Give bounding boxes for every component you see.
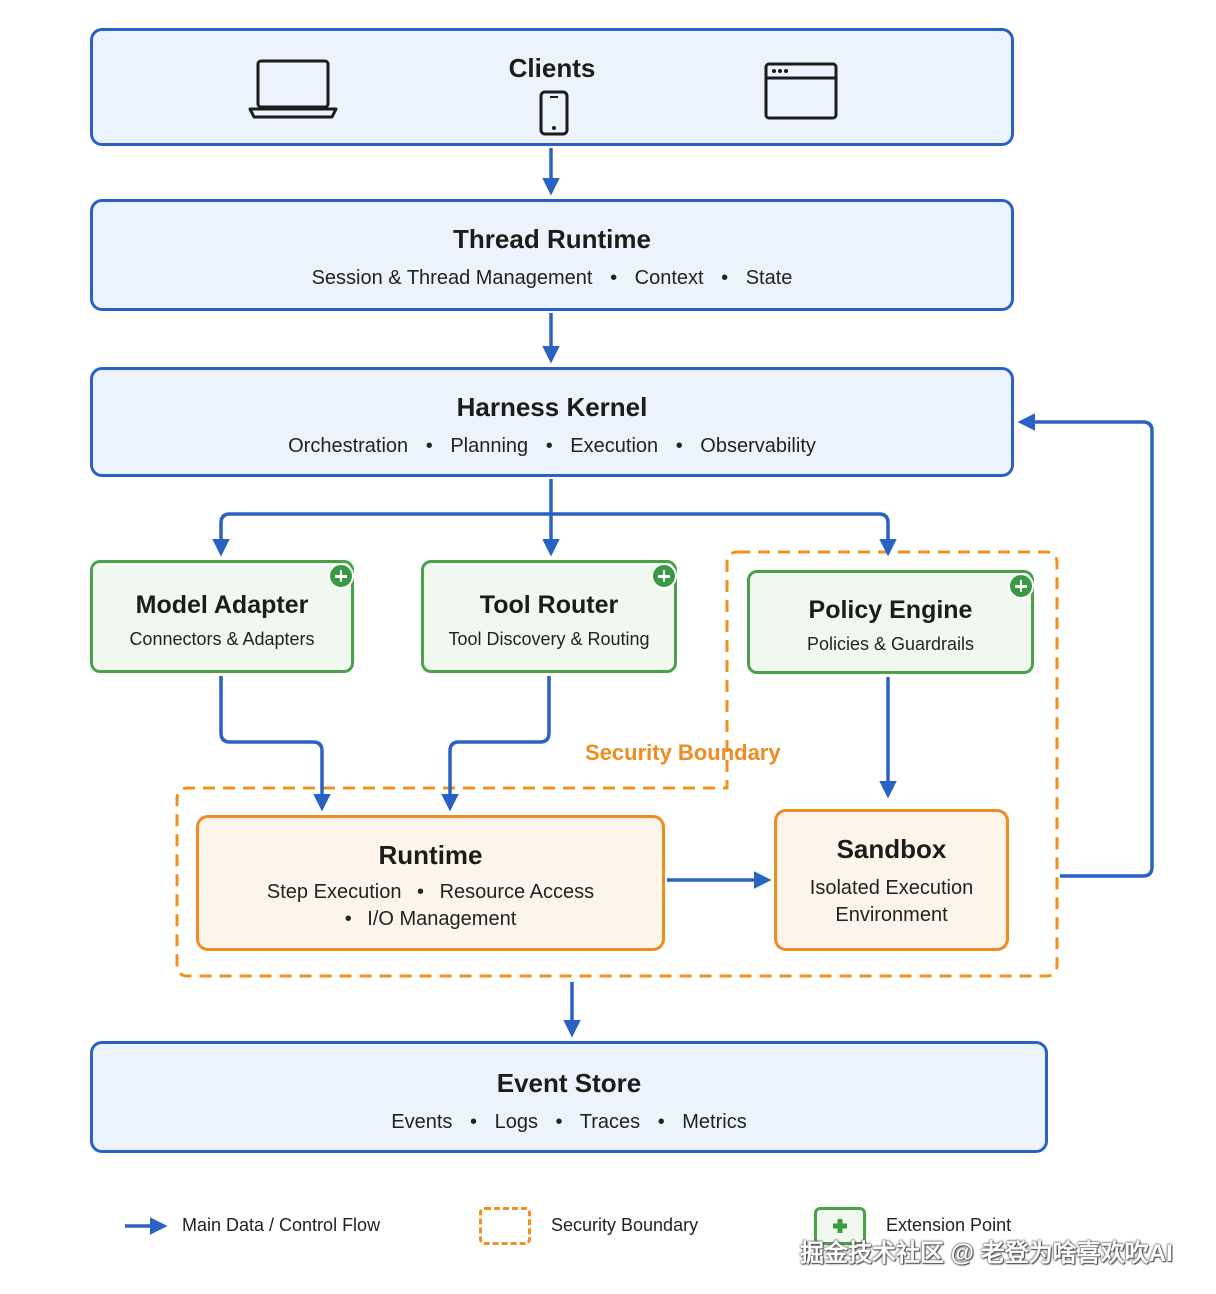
arrow-model-to-runtime <box>219 676 331 812</box>
sandbox-box: Sandbox Isolated Execution Environment <box>774 809 1009 951</box>
runtime-box: Runtime Step Execution • Resource Access… <box>196 815 665 951</box>
sandbox-line1: Isolated Execution <box>809 877 974 900</box>
tool-router-box: Tool Router Tool Discovery & Routing <box>421 560 677 673</box>
arrow-kernel-to-policy <box>551 512 897 557</box>
watermark: 掘金技术社区 @ 老登为啥喜欢吹AI <box>800 1240 1173 1267</box>
arrow-tool-to-runtime <box>441 676 551 812</box>
legend-boundary-label: Security Boundary <box>551 1215 699 1235</box>
legend-boundary-swatch <box>479 1207 531 1245</box>
laptop-icon <box>248 59 338 119</box>
harness-kernel-items: Orchestration • Planning • Execution • O… <box>288 435 816 458</box>
legend-extension-swatch <box>814 1207 866 1245</box>
browser-window-icon <box>764 62 838 120</box>
harness-kernel-title: Harness Kernel <box>456 392 648 422</box>
runtime-line1: Step Execution • Resource Access <box>266 881 595 904</box>
runtime-title: Runtime <box>378 840 483 870</box>
thread-runtime-box: Thread Runtime Session & Thread Manageme… <box>90 199 1014 311</box>
event-store-box: Event Store Events • Logs • Traces • Met… <box>90 1041 1048 1153</box>
policy-engine-subtitle: Policies & Guardrails <box>806 634 975 654</box>
arrow-kernel-to-model <box>212 479 553 557</box>
extension-point-icon <box>651 563 677 589</box>
plus-icon <box>833 1219 847 1233</box>
sandbox-line2: Environment <box>835 904 948 927</box>
sandbox-title: Sandbox <box>836 834 947 864</box>
policy-engine-title: Policy Engine <box>808 596 973 624</box>
tool-router-title: Tool Router <box>479 591 619 619</box>
arrow-sandbox-to-kernel <box>1017 413 1154 878</box>
tool-router-subtitle: Tool Discovery & Routing <box>448 629 650 649</box>
model-adapter-title: Model Adapter <box>135 591 309 619</box>
model-adapter-box: Model Adapter Connectors & Adapters <box>90 560 354 673</box>
event-store-items: Events • Logs • Traces • Metrics <box>391 1111 747 1134</box>
event-store-title: Event Store <box>496 1068 642 1098</box>
extension-point-icon <box>328 563 354 589</box>
model-adapter-subtitle: Connectors & Adapters <box>129 629 315 649</box>
phone-icon <box>539 90 569 136</box>
runtime-line2: • I/O Management <box>344 908 517 931</box>
clients-box: Clients <box>90 28 1014 146</box>
harness-kernel-box: Harness Kernel Orchestration • Planning … <box>90 367 1014 477</box>
clients-title: Clients <box>508 53 596 83</box>
thread-runtime-items: Session & Thread Management • Context • … <box>311 267 793 290</box>
legend-extension-label: Extension Point <box>886 1215 1012 1235</box>
policy-engine-box: Policy Engine Policies & Guardrails <box>747 570 1034 674</box>
extension-point-icon <box>1008 573 1034 599</box>
security-boundary-label: Security Boundary <box>585 740 781 765</box>
thread-runtime-title: Thread Runtime <box>453 224 651 254</box>
legend-flow-label: Main Data / Control Flow <box>182 1215 381 1235</box>
